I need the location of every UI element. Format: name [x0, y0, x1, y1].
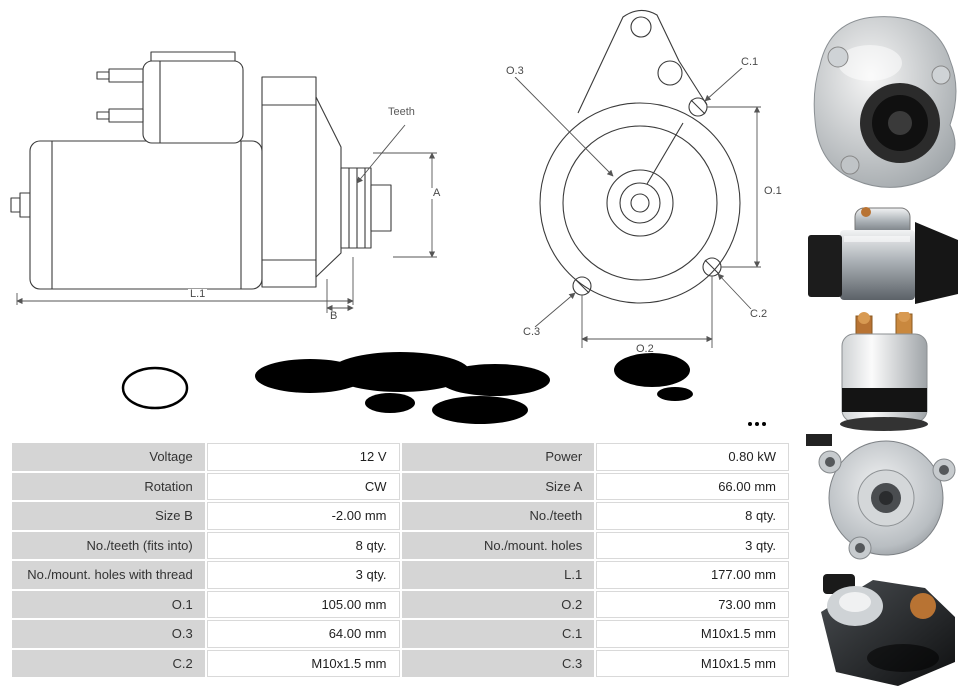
dim-label-b: B: [328, 310, 340, 322]
spec-label: C.3: [401, 649, 595, 678]
product-photo-mounting-flange: [798, 432, 973, 562]
spec-value: 177.00 mm: [596, 561, 789, 589]
dim-label-c1: C.1: [739, 56, 761, 68]
spec-label: O.3: [12, 620, 205, 648]
spec-label: No./teeth: [401, 502, 595, 530]
spec-row-o3-c1: O.3 64.00 mm C.1 M10x1.5 mm: [12, 620, 789, 648]
spec-label: No./mount. holes: [401, 531, 595, 560]
front-view-drawing-svg: [514, 9, 761, 348]
dim-label-o1: O.1: [762, 185, 784, 197]
spec-label: Voltage: [12, 443, 205, 471]
spec-value: 8 qty.: [596, 502, 789, 530]
watermark-blobs: [100, 348, 780, 436]
spec-value: 64.00 mm: [206, 620, 400, 648]
spec-row-mountthread-l1: No./mount. holes with thread 3 qty. L.1 …: [12, 561, 789, 589]
dim-label-l1: L.1: [188, 288, 208, 300]
spec-row-teethfits-mountholes: No./teeth (fits into) 8 qty. No./mount. …: [12, 531, 789, 560]
spec-label: O.2: [401, 590, 595, 619]
spec-row-o1-o2: O.1 105.00 mm O.2 73.00 mm: [12, 590, 789, 619]
photo-solenoid-svg: [840, 312, 928, 431]
spec-label: C.2: [12, 649, 205, 678]
spec-value: 0.80 kW: [596, 443, 789, 471]
spec-value: 66.00 mm: [596, 472, 789, 501]
spec-value: -2.00 mm: [206, 502, 400, 530]
spec-label: O.1: [12, 590, 205, 619]
watermark-svg: [121, 352, 766, 426]
spec-label: No./teeth (fits into): [12, 531, 205, 560]
dim-label-c2: C.2: [748, 308, 770, 320]
spec-label: C.1: [401, 620, 595, 648]
dim-label-a: A: [431, 187, 443, 199]
spec-label: Size B: [12, 502, 205, 530]
photo-angled-view-svg: [821, 574, 955, 686]
dim-label-o3: O.3: [504, 65, 526, 77]
product-photo-side-view: [800, 202, 970, 312]
spec-label: Power: [401, 443, 595, 471]
spec-value: 8 qty.: [206, 531, 400, 560]
spec-label: Size A: [401, 472, 595, 501]
side-view-technical-drawing: [5, 5, 450, 340]
spec-value: 105.00 mm: [206, 590, 400, 619]
side-view-drawing-svg: [10, 51, 437, 313]
photo-front-view-svg: [813, 16, 957, 188]
spec-value: 3 qty.: [206, 561, 400, 589]
spec-row-rotation-sizea: Rotation CW Size A 66.00 mm: [12, 472, 789, 501]
photo-flange-svg: [806, 434, 956, 560]
spec-label: No./mount. holes with thread: [12, 561, 205, 589]
front-view-technical-drawing: [455, 3, 785, 355]
product-photo-solenoid: [812, 312, 964, 432]
spec-value: CW: [206, 472, 400, 501]
dim-label-c3: C.3: [521, 326, 543, 338]
dim-label-teeth: Teeth: [386, 106, 417, 118]
spec-table: Voltage 12 V Power 0.80 kW Rotation CW S…: [10, 441, 791, 679]
photo-side-view-svg: [808, 207, 958, 304]
dim-label-o2: O.2: [634, 343, 656, 355]
product-photo-angled-view: [803, 562, 971, 690]
spec-row-voltage-power: Voltage 12 V Power 0.80 kW: [12, 443, 789, 471]
spec-row-c2-c3: C.2 M10x1.5 mm C.3 M10x1.5 mm: [12, 649, 789, 678]
spec-label: L.1: [401, 561, 595, 589]
spec-value: 3 qty.: [596, 531, 789, 560]
spec-row-sizeb-teeth: Size B -2.00 mm No./teeth 8 qty.: [12, 502, 789, 530]
spec-value: M10x1.5 mm: [206, 649, 400, 678]
spec-value: 73.00 mm: [596, 590, 789, 619]
spec-value: 12 V: [206, 443, 400, 471]
product-photo-front-view: [800, 5, 970, 200]
spec-label: Rotation: [12, 472, 205, 501]
spec-value: M10x1.5 mm: [596, 649, 789, 678]
spec-value: M10x1.5 mm: [596, 620, 789, 648]
